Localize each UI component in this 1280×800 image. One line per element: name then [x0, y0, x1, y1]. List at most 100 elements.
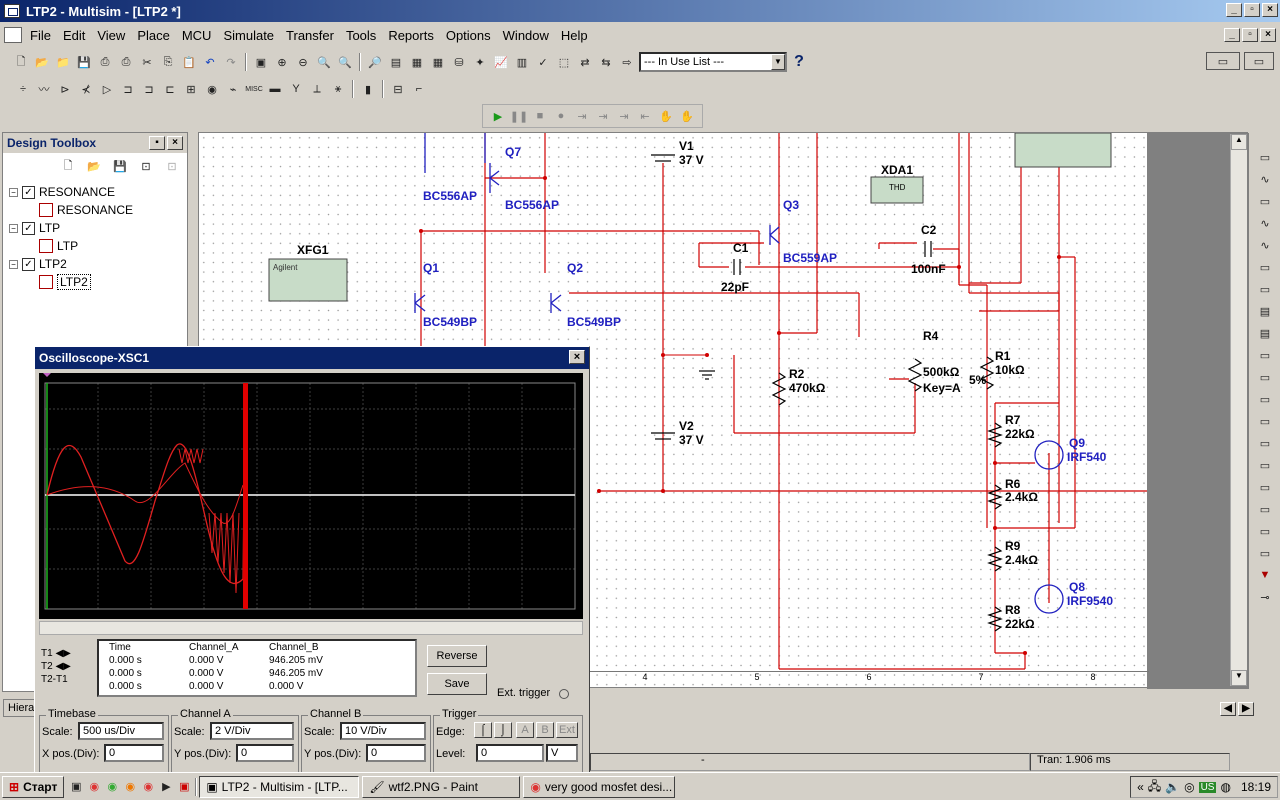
erc-icon[interactable]: ✓ — [538, 56, 548, 69]
mdi-close-button[interactable]: × — [1260, 28, 1276, 42]
start-button[interactable]: ⊞Старт — [2, 775, 65, 798]
agilent-oscilloscope-icon[interactable]: ▭ — [1259, 503, 1271, 516]
step-out-icon[interactable]: ⇤ — [640, 110, 650, 123]
region-icon[interactable]: ⬚ — [558, 56, 570, 69]
menu-view[interactable]: View — [97, 27, 126, 43]
cha-scale-field[interactable]: 2 V/Div — [210, 722, 294, 740]
tray-app-icon[interactable]: ◎ — [1184, 780, 1195, 794]
minimize-button[interactable]: _ — [1226, 3, 1242, 17]
current-probe-icon[interactable]: ⊸ — [1260, 591, 1270, 604]
measurement-probe-icon[interactable]: ▼ — [1259, 569, 1271, 581]
trigger-b-button[interactable]: B — [536, 722, 554, 738]
chrome-quicklaunch-icon[interactable]: ◉ — [89, 781, 100, 793]
level-unit-field[interactable]: V — [546, 744, 578, 762]
menu-reports[interactable]: Reports — [388, 27, 434, 43]
network-analyzer-icon[interactable]: ▭ — [1259, 437, 1271, 450]
zoom-fit-icon[interactable]: 🔍 — [338, 56, 352, 69]
tab-scroll-left[interactable]: ◀ — [1220, 702, 1236, 716]
menu-place[interactable]: Place — [137, 27, 170, 43]
taskbar-paint[interactable]: 🖌wtf2.PNG - Paint — [362, 775, 521, 798]
transfer-icon[interactable]: ⇄ — [580, 56, 590, 69]
firefox-quicklaunch-icon[interactable]: ◉ — [125, 781, 136, 793]
menu-edit[interactable]: Edit — [62, 27, 86, 43]
mdi-restore-button[interactable]: ▫ — [1242, 28, 1258, 42]
back-annotate-icon[interactable]: ⇆ — [601, 56, 611, 69]
trigger-a-button[interactable]: A — [516, 722, 534, 738]
in-use-list-combo[interactable]: --- In Use List --- ▼ — [639, 52, 787, 72]
postprocessor-icon[interactable]: ▥ — [516, 56, 528, 69]
database-icon[interactable]: ⛁ — [454, 56, 464, 69]
breadboard-icon[interactable]: ▭ — [1206, 52, 1240, 70]
tree-item-ltp2[interactable]: −✓LTP2 — [9, 255, 181, 273]
paste-icon[interactable]: 📋 — [182, 56, 196, 69]
rf-icon[interactable]: Y — [292, 83, 300, 95]
reverse-button[interactable]: Reverse — [427, 645, 487, 667]
rising-edge-icon[interactable]: ⌠ — [474, 722, 492, 738]
redo-icon[interactable]: ↷ — [226, 56, 236, 69]
multisim-app-icon[interactable] — [4, 4, 20, 18]
description-box-icon[interactable]: ▭ — [1244, 52, 1274, 70]
document-icon[interactable] — [4, 27, 22, 43]
frequency-counter-icon[interactable]: ▭ — [1259, 283, 1271, 296]
chrome-quicklaunch-icon-2[interactable]: ◉ — [107, 781, 118, 793]
labview-icon[interactable]: ▭ — [1259, 547, 1271, 560]
timebase-scale-field[interactable]: 500 us/Div — [78, 722, 164, 740]
indicator-icon[interactable]: ◉ — [207, 83, 217, 96]
menu-file[interactable]: File — [30, 27, 51, 43]
hierarchy-tab[interactable]: Hiera — [3, 699, 40, 717]
remove-breakpoints-icon[interactable]: ✋ — [680, 110, 694, 123]
transistor-icon[interactable]: ⊀ — [81, 83, 91, 96]
hand-icon[interactable]: ✋ — [659, 110, 673, 123]
tray-expand-icon[interactable]: « — [1137, 780, 1144, 794]
mcu-icon[interactable]: ⚹ — [334, 82, 342, 95]
open-icon[interactable]: 📂 — [35, 56, 49, 69]
level-field[interactable]: 0 — [476, 744, 544, 762]
mixed-icon[interactable]: ⊞ — [186, 83, 196, 96]
toolbox-toggle-icon[interactable]: ▦ — [411, 56, 423, 69]
menu-simulate[interactable]: Simulate — [223, 27, 275, 43]
t2-right-arrow[interactable]: ▶ — [63, 661, 71, 672]
zoom-in-icon[interactable]: ⊕ — [277, 56, 287, 69]
restore-button[interactable]: ▫ — [1244, 3, 1260, 17]
pause-icon[interactable]: ❚❚ — [509, 110, 529, 123]
falling-edge-icon[interactable]: ⌡ — [494, 722, 512, 738]
menu-help[interactable]: Help — [560, 27, 588, 43]
oscilloscope-icon[interactable]: ∿ — [1260, 217, 1270, 230]
open-sheet-icon[interactable]: 📂 — [87, 160, 101, 173]
grid-icon[interactable]: ▦ — [432, 56, 444, 69]
toolbox-close-button[interactable]: × — [167, 136, 183, 150]
print-icon[interactable]: ⎙ — [100, 55, 110, 68]
volume-icon[interactable]: 🔈 — [1165, 780, 1181, 794]
ttl-icon[interactable]: ⊐ — [123, 83, 133, 96]
trigger-ext-button[interactable]: Ext — [556, 722, 578, 738]
logic-analyzer-icon[interactable]: ▤ — [1259, 327, 1271, 340]
source-icon[interactable]: ÷ — [19, 83, 27, 95]
bus-icon[interactable]: ⊟ — [393, 83, 403, 96]
menu-mcu[interactable]: MCU — [181, 27, 212, 43]
tektronix-oscilloscope-icon[interactable]: ▭ — [1259, 525, 1271, 538]
menu-window[interactable]: Window — [502, 27, 549, 43]
stop-icon[interactable]: ■ — [536, 110, 544, 122]
oscilloscope-close-button[interactable]: × — [569, 350, 585, 364]
menu-transfer[interactable]: Transfer — [286, 27, 334, 43]
taskbar-multisim[interactable]: ▣LTP2 - Multisim - [LTP... — [199, 775, 360, 798]
oscilloscope-horizontal-scrollbar[interactable] — [39, 621, 583, 635]
help-icon[interactable]: ? — [794, 53, 804, 70]
tree-child-ltp[interactable]: LTP — [9, 237, 181, 255]
delete-sheet-icon[interactable]: ⊡ — [167, 160, 177, 173]
step-over-icon[interactable]: ⇥ — [619, 110, 629, 123]
print-preview-icon[interactable]: ⎙ — [121, 55, 131, 68]
tree-item-ltp[interactable]: −✓LTP — [9, 219, 181, 237]
canvas-vertical-scrollbar[interactable]: ▲ ▼ — [1230, 134, 1247, 686]
menu-options[interactable]: Options — [445, 27, 491, 43]
scroll-down-arrow[interactable]: ▼ — [1231, 670, 1247, 686]
zoom-out-icon[interactable]: ⊖ — [298, 56, 308, 69]
forward-annotate-icon[interactable]: ⇨ — [622, 56, 632, 69]
multimeter-icon[interactable]: ▭ — [1259, 151, 1271, 164]
xpos-field[interactable]: 0 — [104, 744, 164, 762]
save-sheet-icon[interactable]: 💾 — [113, 160, 127, 173]
spectrum-analyzer-icon[interactable]: ▭ — [1259, 415, 1271, 428]
find-icon[interactable]: 🔎 — [368, 56, 382, 69]
electromechanical-icon[interactable]: ⟂ — [313, 82, 321, 95]
spreadsheet-icon[interactable]: ▤ — [390, 56, 402, 69]
